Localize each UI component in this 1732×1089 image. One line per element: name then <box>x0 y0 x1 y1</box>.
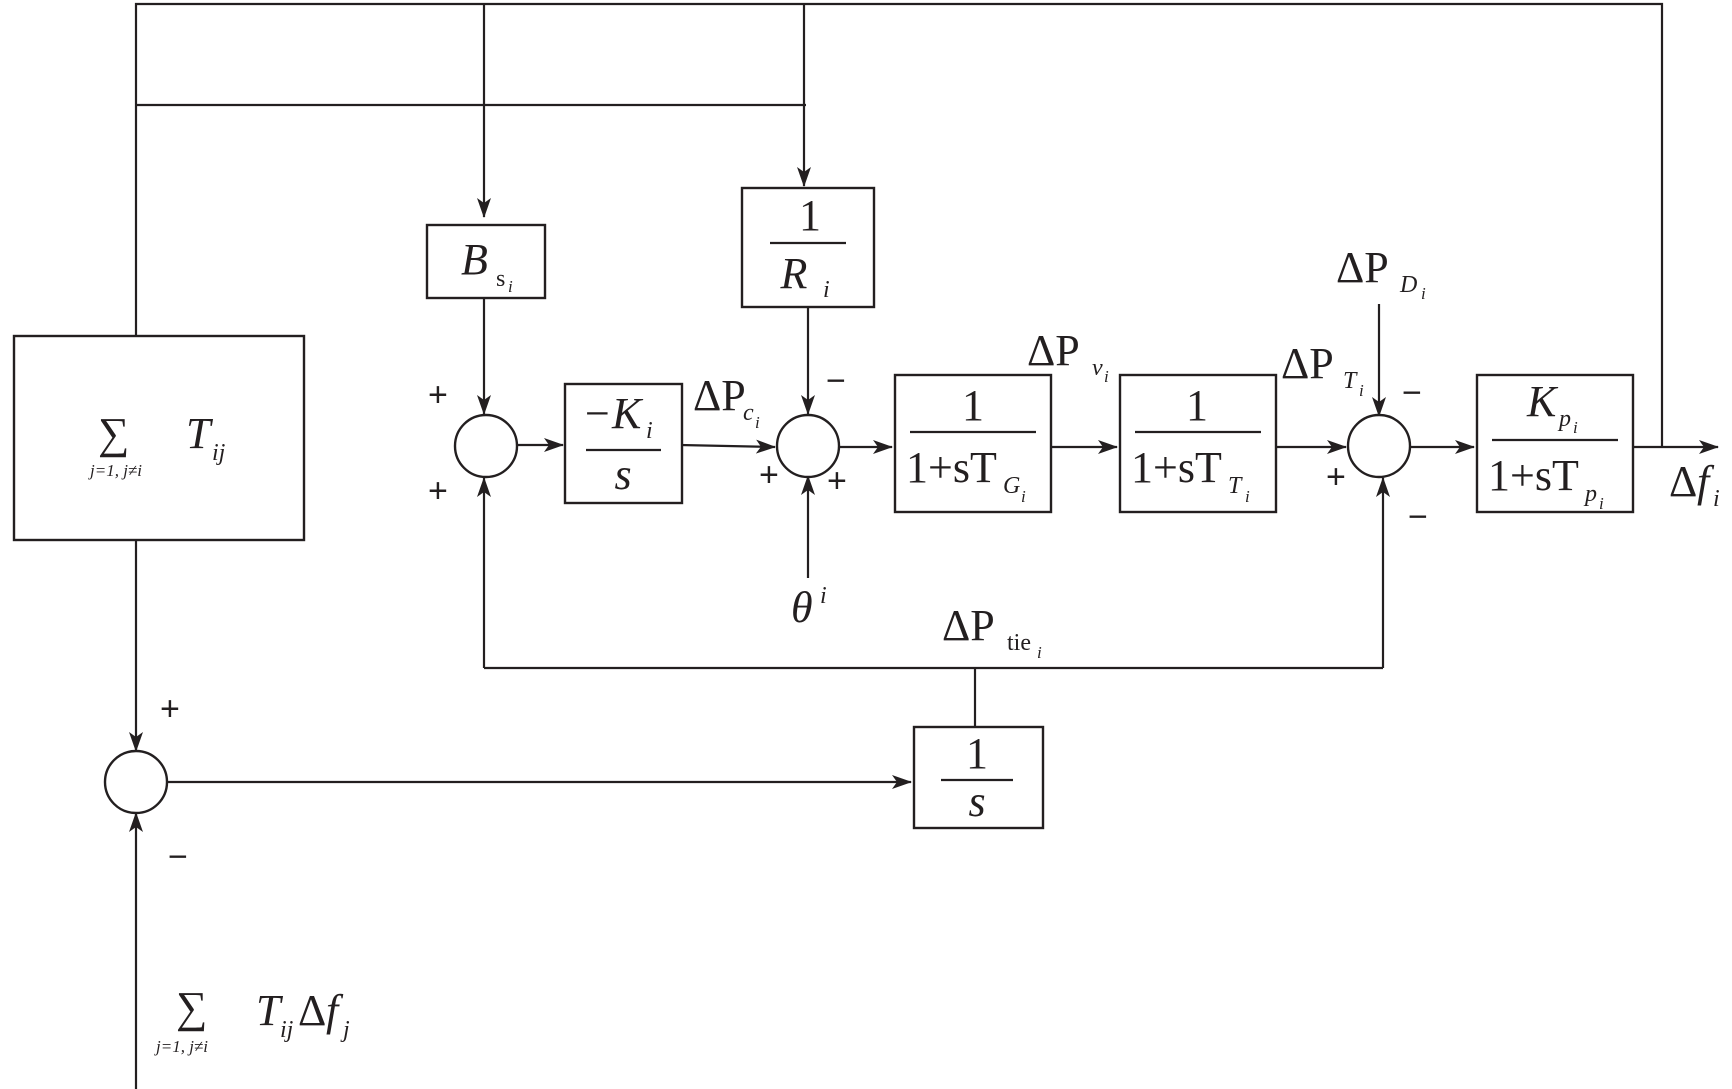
power-system-box <box>1475 373 1635 514</box>
signal-theta-label: θ i <box>791 583 827 632</box>
external-input-label: ∑ j=1, j≠i T ij Δ f j <box>154 983 350 1056</box>
signal-pt-label: ΔP T i <box>1281 339 1364 400</box>
droop-denominator-subscript: i <box>823 277 830 303</box>
signal-df-label: Δ f i <box>1669 457 1720 512</box>
sum3-left-plus: + <box>1326 458 1346 496</box>
signal-ptie-label: ΔP tie i <box>942 601 1042 662</box>
theta-symbol: θ <box>791 583 813 632</box>
power-system-block: K p i 1+sT p i <box>1475 373 1635 514</box>
turbine-block: 1 1+sT T i <box>1118 373 1278 514</box>
turbine-box <box>1118 373 1278 514</box>
turbine-subscript: T <box>1228 473 1243 499</box>
pc-subscript: c <box>743 400 754 426</box>
tie-coefficient-block: ∑ j=1, j≠i T ij <box>12 334 306 542</box>
governor-block: 1 1+sT G i <box>893 373 1053 514</box>
droop-denominator: R <box>780 249 808 298</box>
integral-gain-subscript: i <box>646 418 653 444</box>
pc-line <box>679 439 776 454</box>
sum2-top-minus: − <box>826 362 846 400</box>
df-subscript: i <box>1713 486 1720 512</box>
df-delta: Δ <box>1669 457 1697 506</box>
power-system-num-subscript: p <box>1557 406 1571 432</box>
governor-box <box>893 373 1053 514</box>
wires <box>129 2 1719 1089</box>
power-system-den-subsubscript: i <box>1599 494 1604 513</box>
external-f: f <box>326 986 344 1035</box>
integral-gain-block: − K i s <box>563 382 684 505</box>
turbine-denominator: 1+sT <box>1131 443 1222 492</box>
pt-subscript: T <box>1343 368 1358 394</box>
summing-junction-4 <box>103 749 169 815</box>
summing-junction-2 <box>775 413 841 479</box>
sum1-bottom-plus: + <box>428 472 448 510</box>
signal-pv-label: ΔP v i <box>1027 326 1109 386</box>
droop-box <box>740 186 876 309</box>
pt-subsubscript: i <box>1359 381 1364 400</box>
tie-integrator-denominator: s <box>968 777 985 826</box>
pt-delta: ΔP <box>1281 339 1334 388</box>
droop-block: 1 R i <box>740 186 876 309</box>
summing-junction-1 <box>453 413 519 479</box>
integral-gain-sign: − <box>585 389 610 438</box>
ptie-delta: ΔP <box>942 601 995 650</box>
pv-subscript: v <box>1092 355 1103 381</box>
summing-junction-3 <box>1346 413 1412 479</box>
integral-gain-box <box>563 382 684 505</box>
tie-integrator-box <box>912 725 1045 830</box>
sigma-symbol: ∑ <box>98 409 129 458</box>
bias-subsubscript: i <box>508 277 513 296</box>
bias-box <box>425 223 547 300</box>
external-delta: Δ <box>298 986 326 1035</box>
power-system-numerator: K <box>1526 377 1559 426</box>
tie-coefficient-box <box>12 334 306 542</box>
sum3-top-minus: − <box>1402 374 1422 412</box>
pc-subsubscript: i <box>755 413 760 432</box>
governor-subscript: G <box>1003 473 1020 499</box>
power-system-denominator: 1+sT <box>1488 451 1579 500</box>
external-term-subscript: ij <box>280 1017 294 1043</box>
turbine-numerator: 1 <box>1186 381 1208 430</box>
signal-pd-label: ΔP D i <box>1336 243 1426 303</box>
integral-gain-numerator: K <box>611 389 644 438</box>
pv-delta: ΔP <box>1027 326 1080 375</box>
sum4-bottom-minus: − <box>168 838 188 876</box>
external-sigma: ∑ <box>176 983 207 1032</box>
power-system-den-subscript: p <box>1583 481 1597 507</box>
ptie-subsubscript: i <box>1037 643 1042 662</box>
sum1-top-plus: + <box>428 376 448 414</box>
sigma-limits: j=1, j≠i <box>88 461 142 480</box>
power-system-num-subsubscript: i <box>1573 418 1578 437</box>
frequency-feedback-line <box>134 2 1664 447</box>
governor-numerator: 1 <box>962 381 984 430</box>
sum2-bottom-plus: + <box>827 462 847 500</box>
bias-symbol: B <box>461 235 488 284</box>
pd-subsubscript: i <box>1421 284 1426 303</box>
bias-block: B s i <box>425 223 547 300</box>
droop-numerator: 1 <box>799 191 821 240</box>
external-f-subscript: j <box>340 1017 350 1043</box>
tie-coefficient-subscript: ij <box>212 440 226 466</box>
sum2-left-plus: + <box>759 456 779 494</box>
bias-subscript: s <box>496 266 505 292</box>
pc-delta: ΔP <box>693 371 746 420</box>
tie-coefficient-term: T <box>186 409 214 458</box>
sign-labels: + + − + + − + − + − <box>160 362 1428 876</box>
tie-integrator-block: 1 s <box>912 725 1045 830</box>
turbine-subsubscript: i <box>1245 487 1250 506</box>
theta-superscript: i <box>820 583 827 609</box>
external-term: T <box>256 986 284 1035</box>
governor-subsubscript: i <box>1021 487 1026 506</box>
signal-pc-label: ΔP c i <box>693 371 760 432</box>
integral-gain-denominator: s <box>614 450 631 499</box>
pd-subscript: D <box>1399 272 1417 298</box>
sum4-top-plus: + <box>160 690 180 728</box>
external-sigma-limits: j=1, j≠i <box>154 1037 208 1056</box>
pd-delta: ΔP <box>1336 243 1389 292</box>
tie-integrator-numerator: 1 <box>966 729 988 778</box>
sum3-bottom-minus: − <box>1408 498 1428 536</box>
ptie-subscript: tie <box>1007 630 1031 656</box>
governor-denominator: 1+sT <box>906 443 997 492</box>
pv-subsubscript: i <box>1104 367 1109 386</box>
